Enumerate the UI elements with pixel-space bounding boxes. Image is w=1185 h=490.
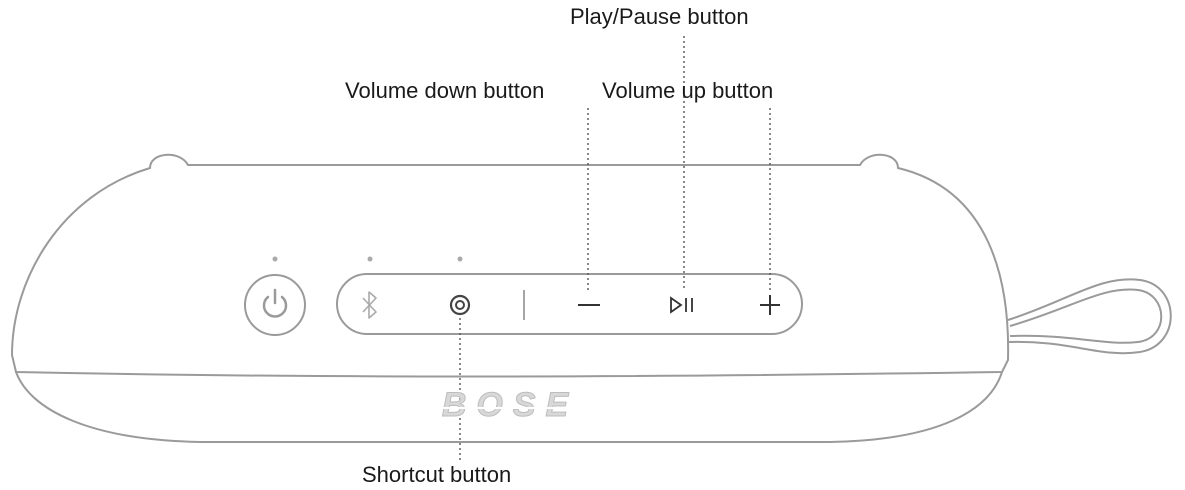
power-button[interactable] — [244, 274, 306, 336]
shortcut-icon — [449, 294, 471, 316]
bluetooth-button[interactable] — [362, 291, 377, 319]
bluetooth-indicator — [367, 256, 373, 262]
bluetooth-icon — [362, 291, 377, 319]
play-pause-callout: Play/Pause button — [570, 4, 749, 29]
svg-text:BOSE: BOSE — [442, 386, 578, 424]
shortcut-button[interactable] — [449, 294, 471, 316]
shortcut-callout: Shortcut button — [362, 462, 512, 487]
speaker-body — [10, 153, 1010, 443]
shortcut-indicator — [457, 256, 463, 262]
play-pause-button[interactable] — [670, 296, 693, 314]
strap-loop — [1007, 278, 1172, 355]
control-panel — [336, 273, 803, 335]
bose-logo: BOSE — [378, 386, 640, 425]
power-icon — [262, 288, 288, 318]
play-pause-icon — [670, 296, 693, 314]
power-indicator — [272, 256, 278, 262]
indicator-lights — [272, 256, 463, 262]
plus-icon — [760, 295, 780, 315]
volume-up-button[interactable] — [760, 295, 780, 315]
leader-lines — [459, 36, 771, 460]
volume-down-callout: Volume down button — [345, 78, 545, 103]
speaker-top-outline — [10, 153, 1010, 378]
speaker-base-outline — [15, 371, 1003, 443]
volume-up-callout: Volume up button — [602, 78, 774, 103]
